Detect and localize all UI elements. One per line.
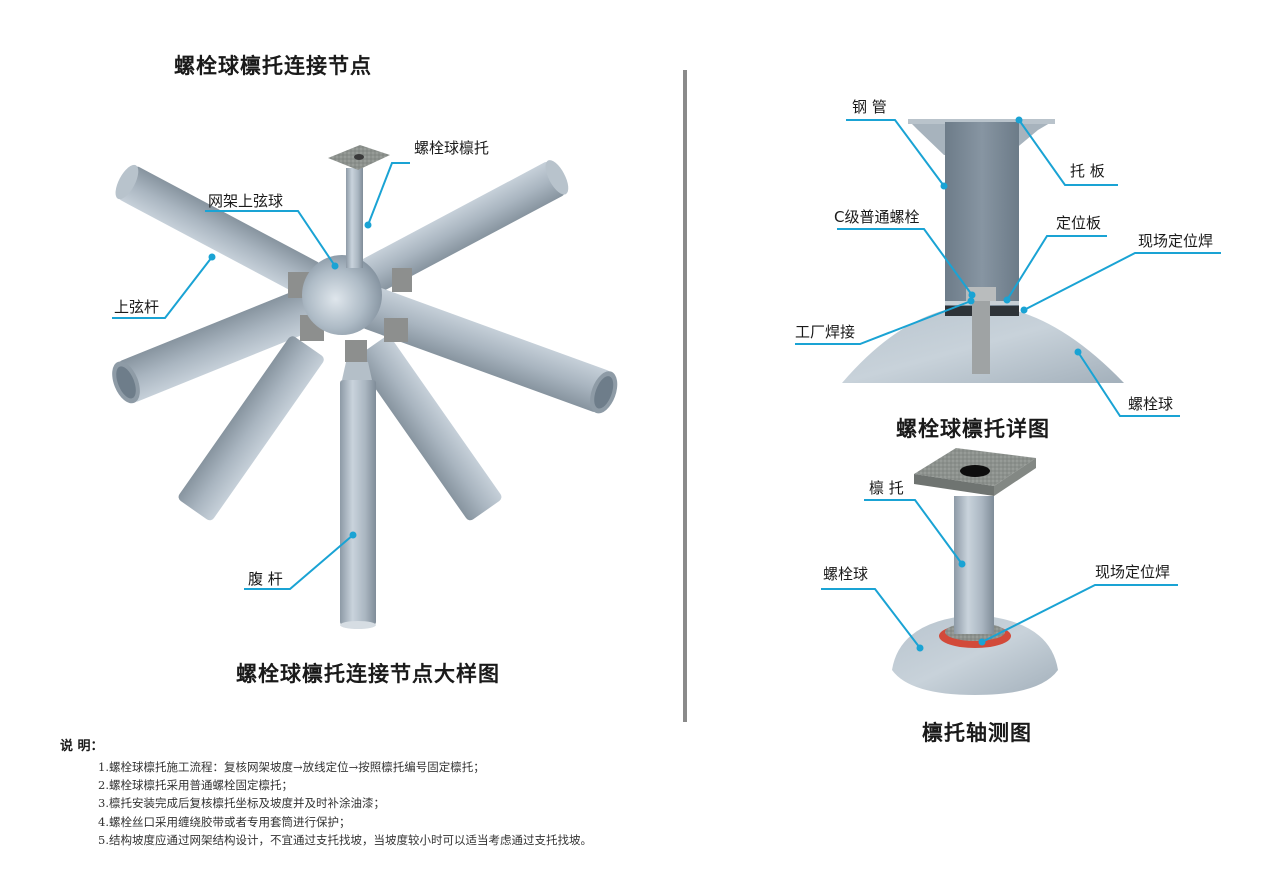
label-purlin-support: 螺栓球檩托 <box>414 139 490 157</box>
hex-sleeve <box>392 268 412 292</box>
left-leader-lines <box>112 162 410 590</box>
axonometric-figure-caption: 檩托轴测图 <box>922 721 1032 745</box>
left-figure-caption: 螺栓球檩托连接节点大样图 <box>236 662 500 686</box>
note-item: 2.螺栓球檩托采用普通螺栓固定檩托； <box>98 778 293 793</box>
axonometric-leader-lines <box>821 499 1178 649</box>
c-grade-bolt-shank <box>972 301 990 374</box>
web-rod-lower-left <box>178 336 324 521</box>
label-support-plate: 托 板 <box>1070 162 1105 180</box>
note-item: 1.螺栓球檩托施工流程：复核网架坡度→放线定位→按照檩托编号固定檩托； <box>98 760 485 774</box>
sheet-title: 螺栓球檩托连接节点 <box>174 54 372 78</box>
label-factory-weld: 工厂焊接 <box>795 323 856 341</box>
detail-leader-lines <box>795 119 1221 417</box>
label-bolt-ball: 螺栓球 <box>1128 395 1174 413</box>
web-rod-front <box>340 380 376 625</box>
detail-figure-caption: 螺栓球檩托详图 <box>896 417 1050 441</box>
label-upper-chord-ball: 网架上弦球 <box>208 192 284 210</box>
label-upper-chord-bar: 上弦杆 <box>114 298 160 316</box>
label-positioning-plate: 定位板 <box>1056 214 1102 232</box>
note-item: 4.螺栓丝口采用缠绕胶带或者专用套筒进行保护； <box>98 814 351 829</box>
bolt-ball-dome <box>892 615 1058 695</box>
label-field-tack-weld-axo: 现场定位焊 <box>1095 563 1171 581</box>
notes-heading: 说 明： <box>60 739 104 754</box>
label-purlin-support-axo: 檩 托 <box>869 479 904 497</box>
purlin-support-section-detail <box>842 119 1124 383</box>
label-bolt-ball-axo: 螺栓球 <box>823 565 869 583</box>
purlin-support-column <box>346 168 363 268</box>
bolt-ball-node-illustration <box>112 145 618 629</box>
label-c-grade-bolt: C级普通螺栓 <box>834 208 920 226</box>
upper-chord-rod-upper-right <box>355 160 569 296</box>
label-steel-pipe: 钢 管 <box>852 98 887 116</box>
hex-sleeve <box>384 318 408 342</box>
steel-pipe-section <box>945 122 1019 309</box>
web-rod-lower-right <box>356 336 502 521</box>
upper-chord-rod-lower-left <box>112 288 319 404</box>
support-plate <box>908 119 1055 124</box>
note-item: 3.檩托安装完成后复核檩托坐标及坡度并及时补涂油漆； <box>98 796 385 811</box>
panel-divider <box>683 70 687 722</box>
upper-chord-rod-upper-left <box>115 164 320 296</box>
upper-chord-rod-lower-right <box>362 287 618 414</box>
upper-chord-bolt-ball <box>302 255 382 335</box>
purlin-support-axonometric <box>892 448 1058 695</box>
hex-sleeve <box>345 340 367 362</box>
label-web-bar: 腹 杆 <box>248 570 283 588</box>
note-item: 5.结构坡度应通过网架结构设计，不宜通过支托找坡，当坡度较小时可以适当考虑通过支… <box>98 832 592 847</box>
label-field-tack-weld: 现场定位焊 <box>1138 232 1214 250</box>
notes-section: 说 明： 1.螺栓球檩托施工流程：复核网架坡度→放线定位→按照檩托编号固定檩托；… <box>60 735 592 849</box>
